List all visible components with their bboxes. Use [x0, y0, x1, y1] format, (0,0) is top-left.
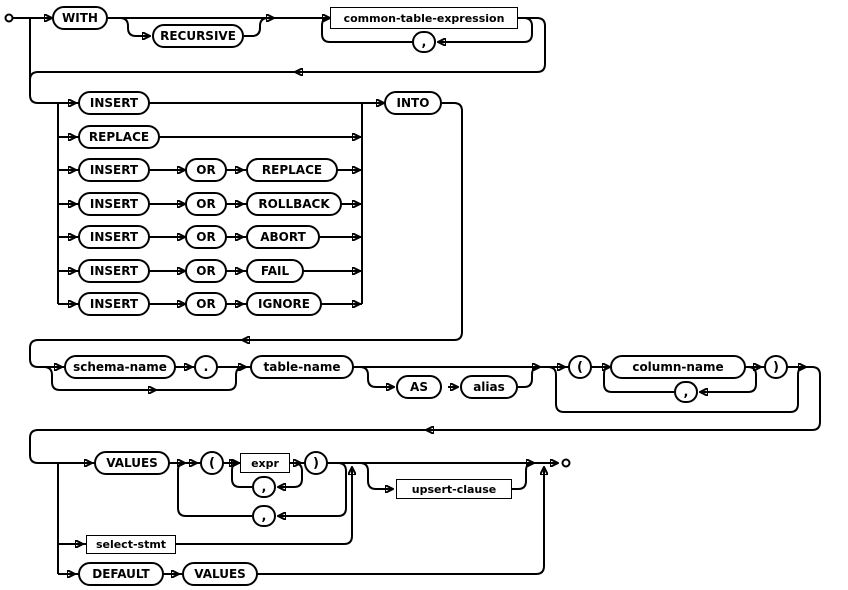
keyword-or: OR: [185, 292, 227, 316]
keyword-values: VALUES: [94, 451, 170, 475]
keyword-into: INTO: [384, 91, 442, 115]
keyword-with: WITH: [52, 6, 108, 30]
keyword-insert: INSERT: [78, 292, 150, 316]
keyword-or: OR: [185, 192, 227, 216]
token-table-name: table-name: [250, 355, 354, 379]
token-schema-name: schema-name: [64, 355, 176, 379]
keyword-insert: INSERT: [78, 225, 150, 249]
keyword-abort: ABORT: [246, 225, 320, 249]
keyword-insert: INSERT: [78, 192, 150, 216]
keyword-or: OR: [185, 225, 227, 249]
keyword-default: DEFAULT: [78, 562, 164, 586]
literal-lparen: (: [200, 451, 224, 475]
keyword-or: OR: [185, 158, 227, 182]
token-column-name: column-name: [610, 355, 746, 379]
keyword-insert: INSERT: [78, 91, 150, 115]
keyword-replace: REPLACE: [246, 158, 338, 182]
literal-rparen: ): [304, 451, 328, 475]
literal-dot: .: [194, 355, 218, 379]
nonterminal-select-stmt: select-stmt: [86, 535, 176, 554]
nonterminal-common-table-expression: common-table-expression: [330, 7, 518, 29]
nonterminal-upsert-clause: upsert-clause: [396, 479, 512, 499]
token-alias: alias: [460, 375, 518, 399]
literal-rparen: ): [764, 355, 788, 379]
end-terminal-icon: [561, 458, 571, 468]
keyword-insert: INSERT: [78, 259, 150, 283]
keyword-rollback: ROLLBACK: [246, 192, 342, 216]
start-terminal-icon: [4, 13, 14, 23]
literal-comma: ,: [252, 505, 276, 527]
keyword-as: AS: [396, 375, 442, 399]
literal-comma: ,: [412, 31, 436, 53]
keyword-recursive: RECURSIVE: [152, 24, 244, 48]
keyword-replace: REPLACE: [78, 125, 160, 149]
keyword-fail: FAIL: [246, 259, 304, 283]
literal-lparen: (: [568, 355, 592, 379]
literal-comma: ,: [252, 476, 276, 498]
nonterminal-expr: expr: [240, 453, 290, 473]
keyword-values: VALUES: [182, 562, 258, 586]
literal-comma: ,: [674, 381, 698, 403]
keyword-insert: INSERT: [78, 158, 150, 182]
keyword-ignore: IGNORE: [246, 292, 322, 316]
keyword-or: OR: [185, 259, 227, 283]
